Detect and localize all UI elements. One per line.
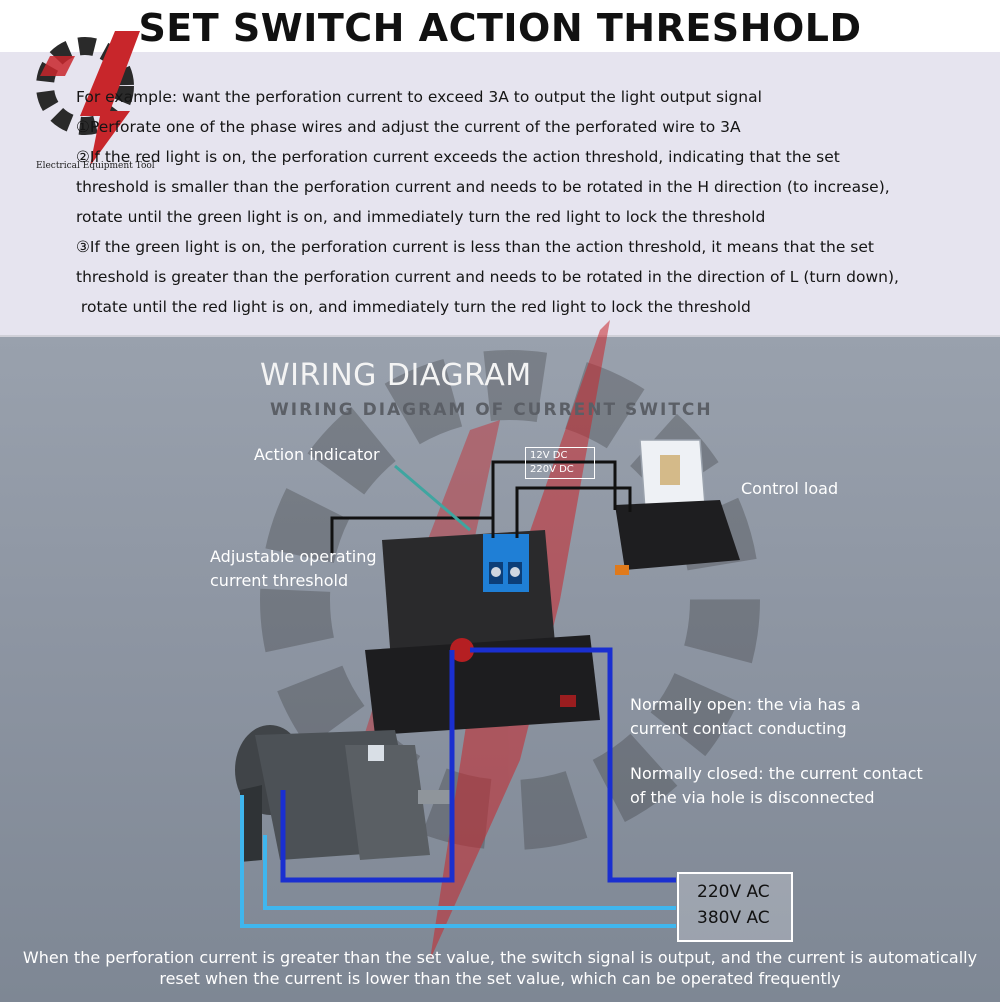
footer-caption: When the perforation current is greater … xyxy=(0,947,1000,989)
power-voltage-220: 220V AC xyxy=(697,882,770,902)
relay-voltage-line: 12V DC xyxy=(530,450,568,461)
gear-logo-icon xyxy=(36,31,140,166)
instructions-panel xyxy=(0,0,1000,335)
normally-closed-label: Normally closed: the current contact of … xyxy=(630,762,923,810)
instruction-line: ①Perforate one of the phase wires and ad… xyxy=(76,118,741,136)
diagram-title: WIRING DIAGRAM xyxy=(260,358,532,393)
control-load-label: Control load xyxy=(741,479,839,498)
threshold-label-line: Adjustable operating xyxy=(210,547,377,566)
action-indicator-label: Action indicator xyxy=(254,445,380,464)
power-supply-box: 220V AC 380V AC xyxy=(677,872,793,942)
wire-phase-through xyxy=(280,650,455,883)
instruction-line: threshold is smaller than the perforatio… xyxy=(76,178,890,196)
normally-closed-line: of the via hole is disconnected xyxy=(630,788,875,807)
page-title: SET SWITCH ACTION THRESHOLD xyxy=(138,6,862,50)
watermark-gear-icon xyxy=(260,350,760,850)
normally-closed-line: Normally closed: the current contact xyxy=(630,764,923,783)
threshold-label: Adjustable operating current threshold xyxy=(210,545,377,593)
indicator-pointer xyxy=(394,464,471,532)
wire-phase-3 xyxy=(263,835,676,910)
wire-phase-2 xyxy=(240,795,676,928)
instruction-line: ③If the green light is on, the perforati… xyxy=(76,238,875,256)
footer-line: reset when the current is lower than the… xyxy=(159,969,841,988)
relay-voltage-line: 220V DC xyxy=(530,464,574,475)
normally-open-label: Normally open: the via has a current con… xyxy=(630,693,861,741)
diagram-subtitle: WIRING DIAGRAM OF CURRENT SWITCH xyxy=(270,400,713,420)
relay-icon xyxy=(615,439,740,575)
wire-relay-b xyxy=(515,486,632,538)
terminal-block xyxy=(483,534,529,592)
instruction-line: threshold is greater than the perforatio… xyxy=(76,268,899,286)
wire-relay-a xyxy=(491,460,617,538)
relay-voltage-label: 12V DC 220V DC xyxy=(525,447,595,479)
motor-icon xyxy=(235,725,450,862)
instruction-line: ②If the red light is on, the perforation… xyxy=(76,148,840,166)
footer-line: When the perforation current is greater … xyxy=(22,948,978,967)
instruction-line: rotate until the red light is on, and im… xyxy=(76,298,751,316)
instructions-text: For example: want the perforation curren… xyxy=(76,82,976,322)
normally-open-line: current contact conducting xyxy=(630,719,847,738)
normally-open-line: Normally open: the via has a xyxy=(630,695,861,714)
threshold-label-line: current threshold xyxy=(210,571,349,590)
logo-caption: Electrical Equipment Tool xyxy=(36,161,155,171)
instruction-line: rotate until the green light is on, and … xyxy=(76,208,766,226)
wire-phase-return xyxy=(470,647,676,883)
instruction-line: For example: want the perforation curren… xyxy=(76,88,762,106)
power-voltage-380: 380V AC xyxy=(697,908,770,928)
